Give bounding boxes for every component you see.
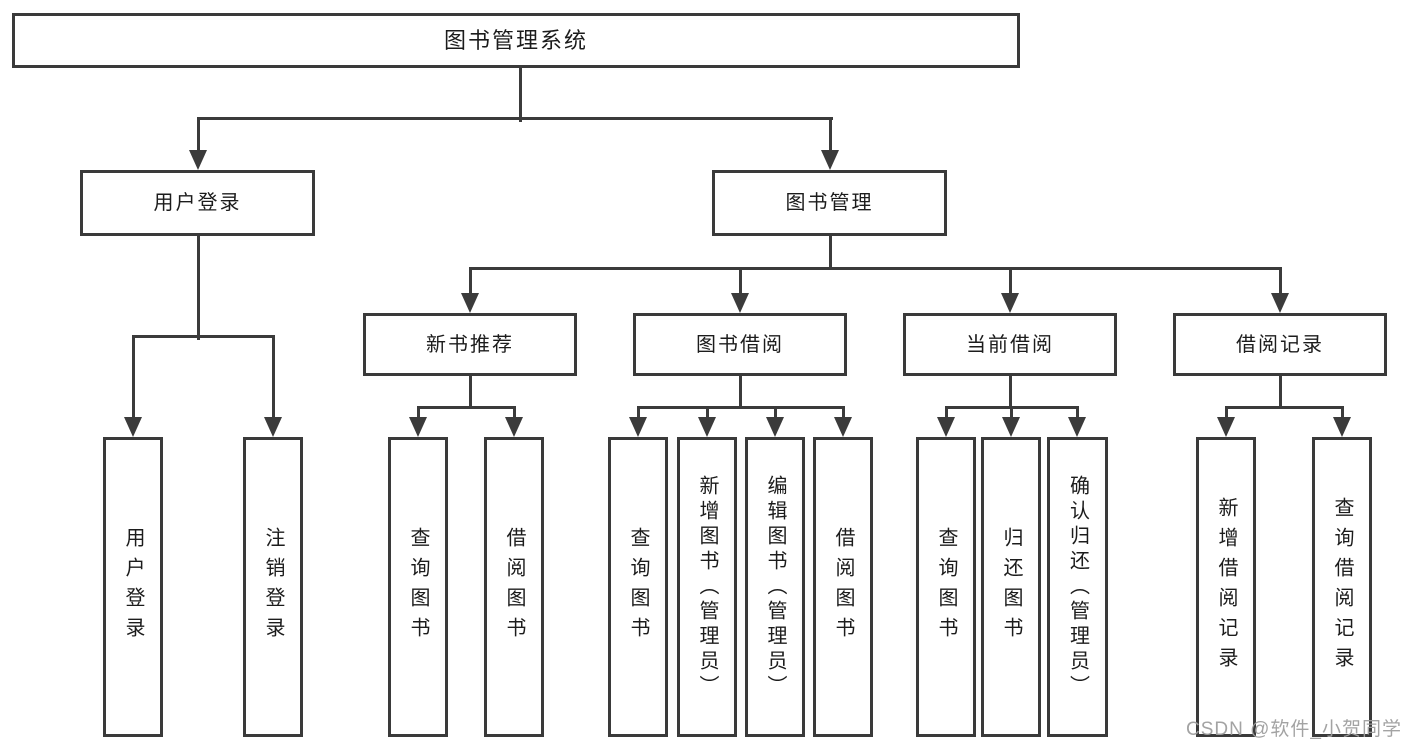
connector-line-vertical: [1010, 406, 1013, 421]
connector-line-horizontal: [1225, 406, 1344, 409]
node-edit-books-admin: 编辑图书（管理员）: [745, 437, 805, 737]
arrowhead-down-icon: [409, 417, 427, 437]
arrowhead-down-icon: [731, 293, 749, 313]
connector-line-vertical: [706, 406, 709, 421]
connector-line-horizontal: [132, 335, 275, 338]
arrowhead-down-icon: [766, 417, 784, 437]
node-query-books-borrow: 查询图书: [608, 437, 668, 737]
node-query-books-current: 查询图书: [916, 437, 976, 737]
connector-line-horizontal: [197, 117, 833, 120]
connector-line-vertical: [469, 267, 472, 297]
connector-line-vertical: [469, 375, 472, 409]
csdn-watermark: CSDN @软件_小贺同学: [1186, 719, 1402, 740]
connector-line-horizontal: [637, 406, 845, 409]
arrowhead-down-icon: [1001, 293, 1019, 313]
node-logout-action: 注销登录: [243, 437, 303, 737]
connector-line-vertical: [774, 406, 777, 421]
connector-line-vertical: [1009, 267, 1012, 297]
arrowhead-down-icon: [505, 417, 523, 437]
connector-line-vertical: [1225, 406, 1228, 421]
arrowhead-down-icon: [1217, 417, 1235, 437]
connector-line-vertical: [272, 335, 275, 421]
connector-line-vertical: [739, 267, 742, 297]
connector-line-vertical: [842, 406, 845, 421]
connector-line-vertical: [1009, 375, 1012, 409]
node-user-login-action: 用户登录: [103, 437, 163, 737]
connector-line-vertical: [1279, 375, 1282, 409]
connector-line-vertical: [945, 406, 948, 421]
connector-line-vertical: [829, 117, 832, 154]
node-confirm-return-admin: 确认归还（管理员）: [1047, 437, 1108, 737]
node-return-books: 归还图书: [981, 437, 1041, 737]
connector-line-vertical: [1279, 267, 1282, 297]
arrowhead-down-icon: [1068, 417, 1086, 437]
arrowhead-down-icon: [461, 293, 479, 313]
node-add-borrow-record: 新增借阅记录: [1196, 437, 1256, 737]
node-borrow-books-recommend: 借阅图书: [484, 437, 544, 737]
connector-line-vertical: [1076, 406, 1079, 421]
node-query-books-recommend: 查询图书: [388, 437, 448, 737]
arrowhead-down-icon: [124, 417, 142, 437]
connector-line-vertical: [197, 235, 200, 340]
node-book-borrowing: 图书借阅: [633, 313, 847, 376]
arrowhead-down-icon: [1333, 417, 1351, 437]
node-add-books-admin: 新增图书（管理员）: [677, 437, 737, 737]
arrowhead-down-icon: [189, 150, 207, 170]
connector-line-vertical: [739, 375, 742, 409]
connector-line-vertical: [132, 335, 135, 421]
connector-line-vertical: [829, 235, 832, 270]
node-query-borrow-record: 查询借阅记录: [1312, 437, 1372, 737]
arrowhead-down-icon: [937, 417, 955, 437]
connector-line-vertical: [197, 117, 200, 154]
arrowhead-down-icon: [698, 417, 716, 437]
connector-line-horizontal: [469, 267, 1282, 270]
connector-line-horizontal: [417, 406, 516, 409]
node-current-borrowing: 当前借阅: [903, 313, 1117, 376]
arrowhead-down-icon: [264, 417, 282, 437]
arrowhead-down-icon: [1271, 293, 1289, 313]
arrowhead-down-icon: [629, 417, 647, 437]
node-borrow-books-action: 借阅图书: [813, 437, 873, 737]
arrowhead-down-icon: [834, 417, 852, 437]
connector-line-vertical: [417, 406, 420, 421]
connector-line-vertical: [519, 67, 522, 122]
node-library-management-system: 图书管理系统: [12, 13, 1020, 68]
node-borrowing-records: 借阅记录: [1173, 313, 1387, 376]
arrowhead-down-icon: [1002, 417, 1020, 437]
connector-line-vertical: [637, 406, 640, 421]
node-new-book-recommendation: 新书推荐: [363, 313, 577, 376]
node-book-management: 图书管理: [712, 170, 947, 236]
connector-line-vertical: [513, 406, 516, 421]
connector-line-vertical: [1341, 406, 1344, 421]
arrowhead-down-icon: [821, 150, 839, 170]
node-user-login: 用户登录: [80, 170, 315, 236]
